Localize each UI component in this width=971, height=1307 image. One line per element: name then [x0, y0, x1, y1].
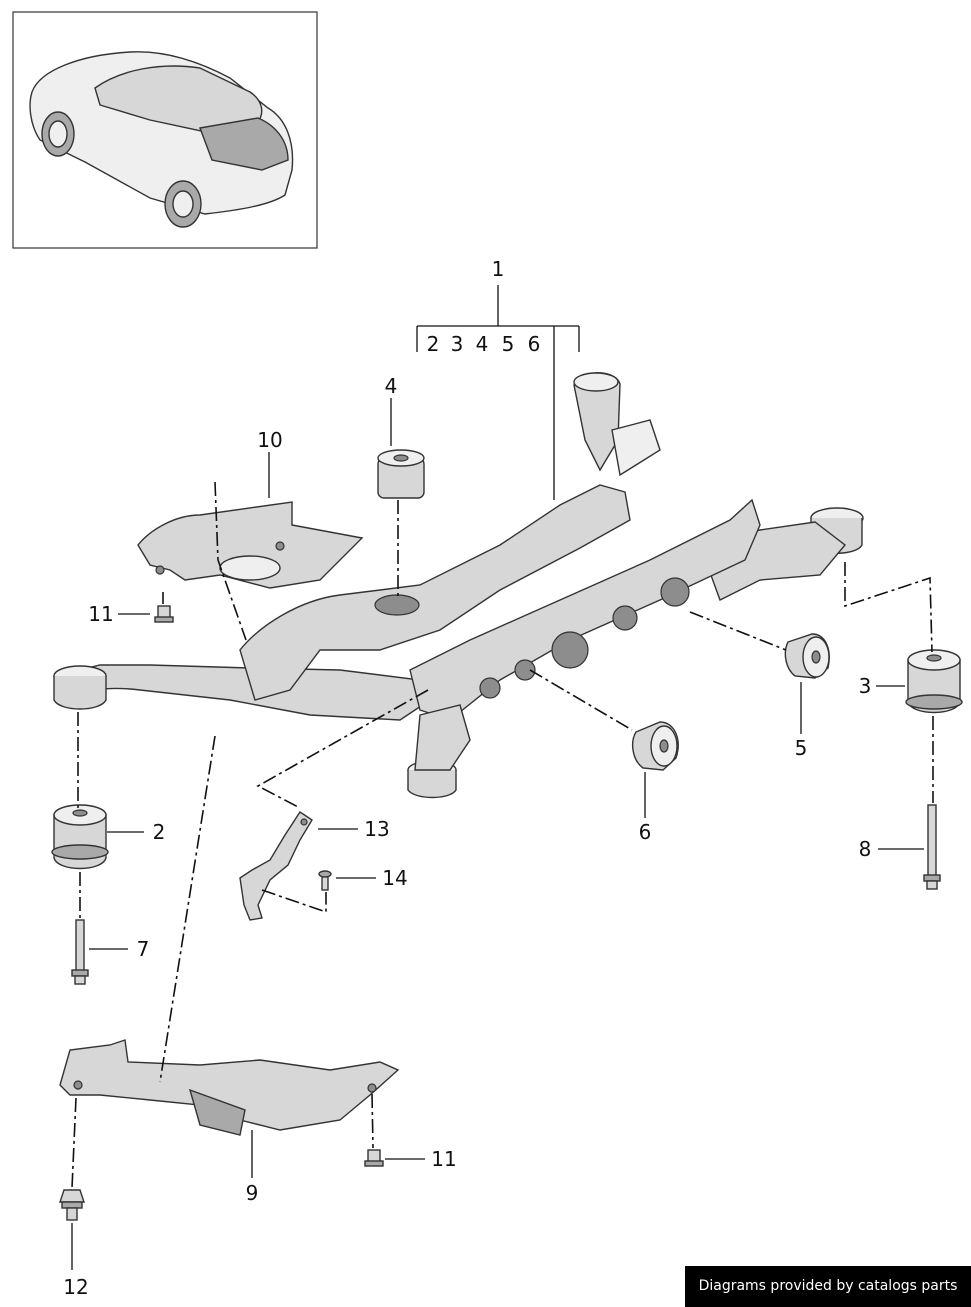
callout-11-bottom: 11 — [431, 1147, 456, 1171]
assembly-lines — [71, 481, 934, 1189]
callout-group-6: 6 — [528, 332, 541, 356]
callout-3: 3 — [859, 674, 872, 698]
car-illustration — [29, 51, 294, 228]
callout-8: 8 — [859, 837, 872, 861]
callout-14: 14 — [382, 866, 407, 890]
callouts: 1 2 3 4 5 6 10 4 11 2 3 5 6 13 14 8 7 9 … — [63, 257, 871, 1299]
bushing-2 — [51, 804, 109, 870]
nut-11-bottom — [364, 1149, 384, 1167]
callout-10: 10 — [257, 428, 282, 452]
bolt-8 — [923, 804, 941, 890]
vehicle-thumbnail — [12, 11, 318, 249]
bushing-5 — [784, 633, 830, 679]
nut-11-top — [154, 605, 174, 623]
callout-13: 13 — [364, 817, 389, 841]
callout-2: 2 — [153, 820, 166, 844]
bolt-7 — [71, 919, 89, 985]
leader-lines — [71, 398, 924, 1270]
group-bracket — [416, 285, 580, 500]
bushing-4 — [377, 449, 425, 499]
callout-1: 1 — [492, 257, 505, 281]
callout-7: 7 — [137, 937, 150, 961]
callout-6: 6 — [639, 820, 652, 844]
bushing-3 — [905, 649, 963, 714]
bushing-6 — [631, 721, 679, 771]
bolt-12 — [59, 1189, 85, 1221]
callout-9: 9 — [246, 1181, 259, 1205]
screw-14 — [318, 870, 332, 891]
callout-group-2: 2 — [427, 332, 440, 356]
rear-axle-subframe — [53, 372, 864, 799]
callout-group-4: 4 — [476, 332, 489, 356]
callout-group-5: 5 — [502, 332, 515, 356]
callout-12: 12 — [63, 1275, 88, 1299]
callout-11-top: 11 — [88, 602, 113, 626]
callout-group-3: 3 — [451, 332, 464, 356]
attribution-footer: Diagrams provided by catalogs parts — [685, 1266, 971, 1307]
callout-5: 5 — [795, 736, 808, 760]
heat-shield-9 — [59, 1039, 400, 1136]
bracket-13 — [239, 811, 313, 921]
heat-shield-10 — [137, 501, 364, 589]
callout-4: 4 — [385, 374, 398, 398]
